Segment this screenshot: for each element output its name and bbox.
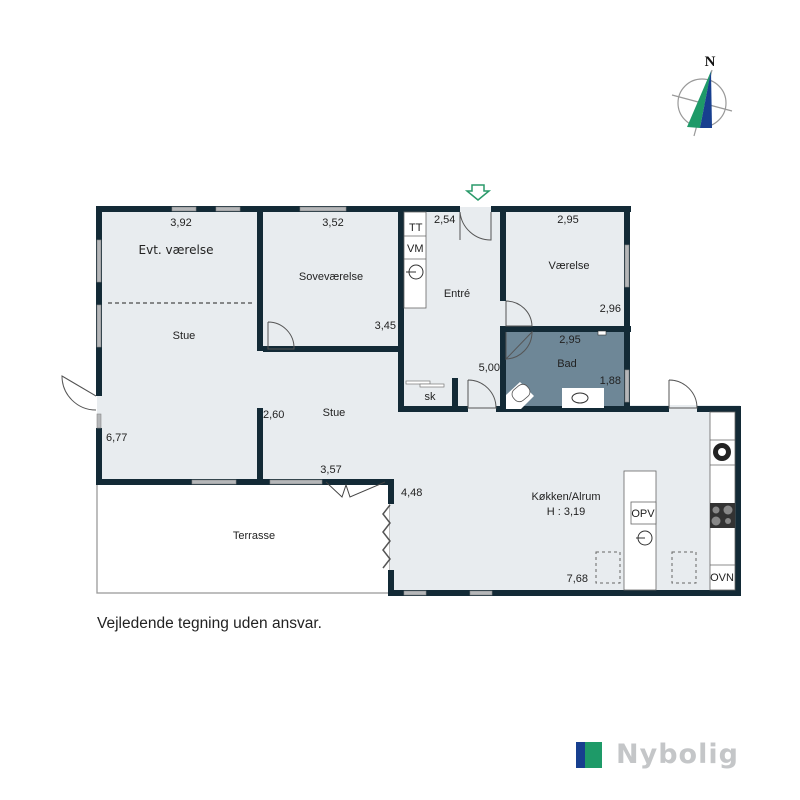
dimension-label: 2,95 <box>557 214 578 226</box>
disclaimer-text: Vejledende tegning uden ansvar. <box>97 615 322 632</box>
dishwasher-placeholder <box>595 551 621 584</box>
brand-name: Nybolig <box>616 739 739 770</box>
room-label-entre: Entré <box>444 288 470 300</box>
dimension-label: 5,00 <box>479 362 500 374</box>
sliding-doors <box>405 380 445 388</box>
fixture-label-opv: OPV <box>631 508 655 520</box>
room-label-skab: sk <box>425 391 437 403</box>
room-label-stue-mid: Stue <box>323 407 346 419</box>
doors <box>61 211 698 569</box>
fixture-label-vm: VM <box>407 243 424 255</box>
dimension-label: 4,48 <box>401 487 422 499</box>
north-label: N <box>705 54 716 70</box>
walls <box>96 206 741 596</box>
kitchen-island <box>623 470 657 591</box>
room-label-terrasse: Terrasse <box>233 530 275 542</box>
kitchen-fixtures <box>595 411 736 591</box>
dimension-label: 3,45 <box>375 320 396 332</box>
dimension-label: 2,54 <box>434 214 455 226</box>
dimension-label: 7,68 <box>567 573 588 585</box>
room-label-vaerelse: Værelse <box>549 260 590 272</box>
toilet-icon <box>511 383 531 403</box>
nybolig-logo: Nybolig <box>576 739 739 770</box>
room-label-stue: Stue <box>173 330 196 342</box>
dimension-label: 3,57 <box>320 464 341 476</box>
room-label-evt-vaerelse: Evt. værelse <box>139 243 214 257</box>
room-label-bad: Bad <box>557 358 577 370</box>
dimension-label: 2,60 <box>263 409 284 421</box>
terrace-area <box>96 481 391 594</box>
faucet-icon <box>597 330 607 336</box>
ceiling-height-label: H : 3,19 <box>547 506 586 518</box>
dimension-label: 6,77 <box>106 432 127 444</box>
dimension-label: 3,52 <box>322 217 343 229</box>
room-label-kokken: Køkken/Alrum <box>531 491 600 503</box>
sink-icon <box>571 392 589 404</box>
dimension-label: 2,96 <box>600 303 621 315</box>
dimension-label: 1,88 <box>600 375 621 387</box>
logo-mark-icon <box>576 741 602 768</box>
entre-fixtures <box>403 211 427 309</box>
compass-icon: N <box>671 54 733 137</box>
entry-arrow-icon <box>464 184 492 201</box>
fixture-label-ovn: OVN <box>710 572 734 584</box>
room-label-sovevaerelse: Soveværelse <box>299 271 363 283</box>
fridge-placeholder <box>671 551 697 584</box>
windows <box>96 206 630 596</box>
fixture-label-tt: TT <box>409 222 423 234</box>
dimension-label: 3,92 <box>170 217 191 229</box>
dimension-label: 2,95 <box>559 334 580 346</box>
bathroom-fixtures <box>506 330 607 409</box>
